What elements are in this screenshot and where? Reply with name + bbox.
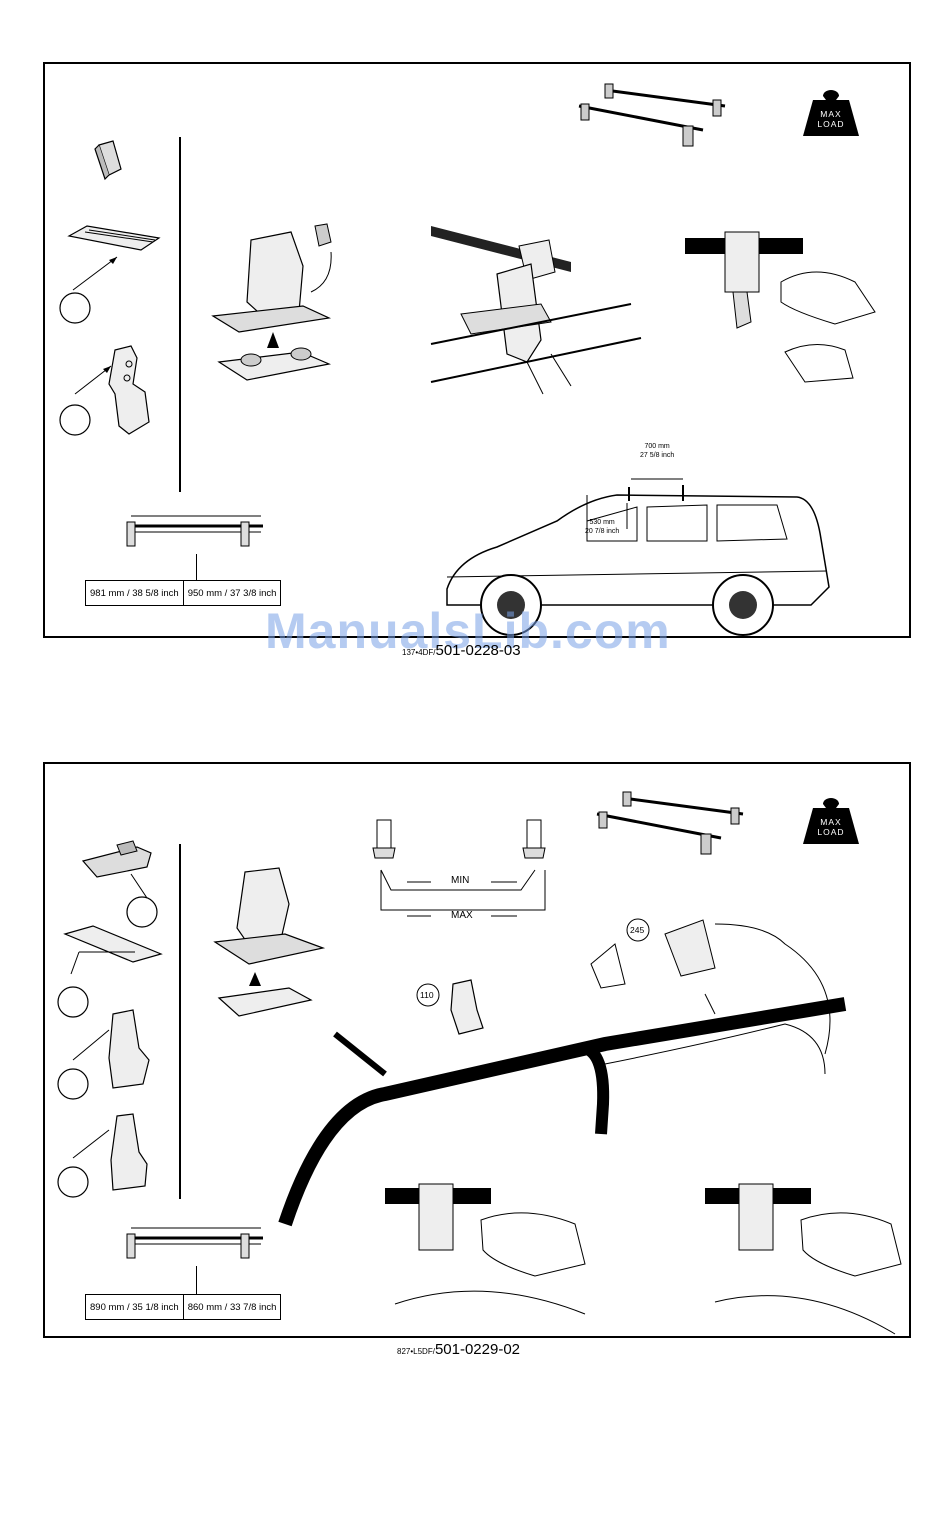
- max-load-line2-2: LOAD: [803, 827, 859, 837]
- instruction-panel-1: MAX LOAD: [43, 62, 911, 638]
- min-label: MIN: [451, 875, 469, 886]
- instruction-panel-2: MIN MAX MAX LOAD 110 245: [43, 762, 911, 1338]
- bar-length-table: 981 mm / 38 5/8 inch 950 mm / 37 3/8 inc…: [85, 580, 281, 606]
- car-roof-perspective-illustration: [285, 904, 845, 1204]
- callout-circle-1: [59, 252, 139, 317]
- roof-rack-bars-illustration-2: [593, 790, 748, 865]
- foot-assembly-illustration: [211, 222, 341, 397]
- callout-circle-6: [57, 1124, 117, 1200]
- max-load-line1: MAX: [803, 109, 859, 119]
- max-load-weight-icon: MAX LOAD: [803, 90, 859, 136]
- max-load-line1-2: MAX: [803, 817, 859, 827]
- bar-length-table-2: 890 mm / 35 1/8 inch 860 mm / 33 7/8 inc…: [85, 1294, 281, 1320]
- hands-tightening-illustration-left: [385, 1184, 595, 1334]
- callout-245-label: 245: [630, 925, 644, 935]
- hands-tightening-illustration: [685, 232, 885, 397]
- bar-spacing-label: 700 mm 27 5/8 inch: [640, 442, 674, 460]
- callout-110-label: 110: [420, 990, 434, 1000]
- dim-table-tick-2: [196, 1266, 197, 1294]
- bar-length-outer: 981 mm / 38 5/8 inch: [86, 581, 183, 605]
- bar-spacing-mm: 700 mm: [640, 442, 674, 451]
- bar-length-outer-2: 890 mm / 35 1/8 inch: [86, 1295, 183, 1319]
- dim-table-tick: [196, 554, 197, 580]
- max-load-line2: LOAD: [803, 119, 859, 129]
- column-divider-2: [179, 844, 181, 1199]
- foot-110-illustration: [443, 980, 503, 1040]
- bar-length-inner-2: 860 mm / 33 7/8 inch: [183, 1295, 281, 1319]
- front-distance-inch: 20 7/8 inch: [585, 527, 619, 536]
- column-divider: [179, 137, 181, 492]
- bar-mounted-on-rail-illustration: [431, 214, 641, 399]
- bar-length-illustration: [121, 512, 271, 552]
- bar-length-illustration-3: [121, 1224, 271, 1264]
- callout-circle-3: [111, 870, 171, 930]
- panel1-caption: 137•4DF/501-0228-03: [402, 642, 521, 659]
- front-distance-mm: 530 mm: [585, 518, 619, 527]
- foot-pad-part: [95, 139, 135, 184]
- panel1-caption-prefix: 137•4DF/: [402, 648, 435, 657]
- callout-circle-5: [57, 1026, 117, 1102]
- max-load-weight-icon-2: MAX LOAD: [803, 798, 859, 844]
- front-distance-label: 530 mm 20 7/8 inch: [585, 518, 619, 536]
- callout-circle-2: [59, 362, 129, 437]
- panel2-caption: 827•L5DF/501-0229-02: [397, 1341, 520, 1358]
- rubber-base-part: [67, 222, 162, 252]
- panel2-caption-prefix: 827•L5DF/: [397, 1347, 435, 1356]
- min-max-diagram: [371, 816, 551, 916]
- panel1-caption-code: 501-0228-03: [435, 642, 520, 659]
- roof-rack-bars-illustration: [575, 82, 730, 157]
- hands-tightening-illustration-right: [705, 1184, 905, 1334]
- bar-spacing-inch: 27 5/8 inch: [640, 451, 674, 460]
- panel2-caption-code: 501-0229-02: [435, 1341, 520, 1358]
